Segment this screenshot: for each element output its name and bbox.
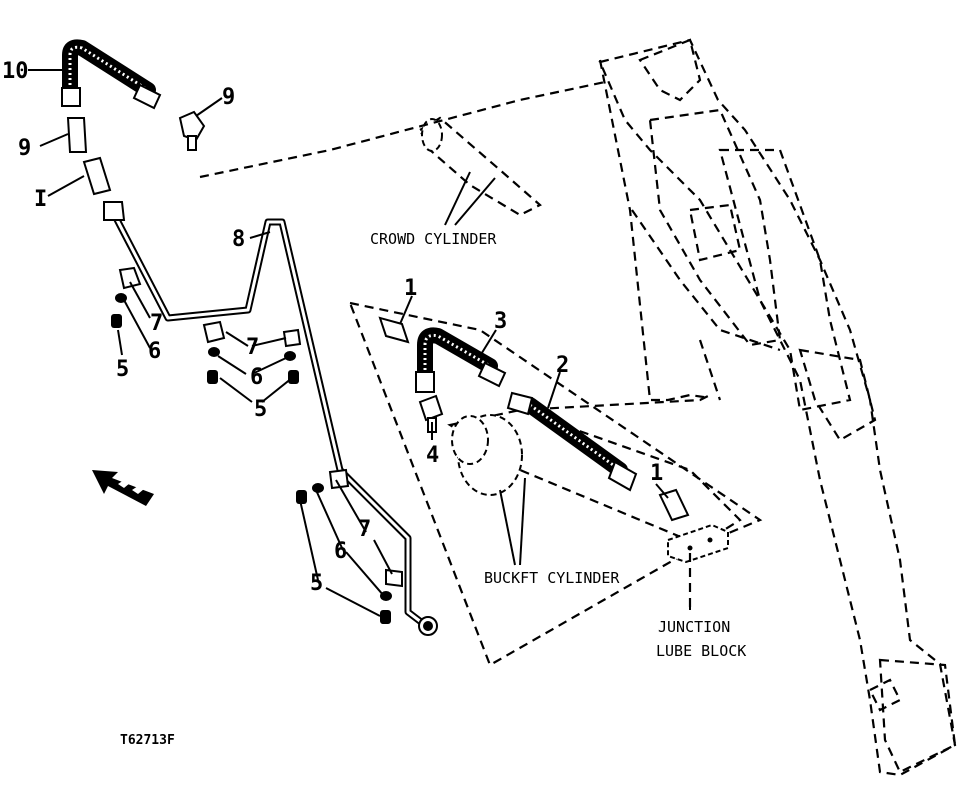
bucket-cylinder [348, 301, 763, 667]
junction-label-line1: JUNCTION [658, 618, 730, 636]
callout-9-top: 9 [222, 85, 235, 110]
leader-lines [28, 69, 691, 617]
clamps-washers-bolts [111, 266, 403, 624]
callout-7-a: 7 [150, 311, 163, 336]
crowd-cylinder-label: CROWD CYLINDER [370, 230, 497, 248]
fittings [66, 110, 690, 522]
callout-1-bucket: 1 [404, 276, 417, 301]
callout-7-c: 7 [358, 517, 371, 542]
callout-1-left: I [34, 187, 47, 212]
tube-8 [103, 201, 438, 636]
figure-code: T62713F [120, 733, 175, 748]
callout-8: 8 [232, 227, 245, 252]
direction-arrow-icon [92, 470, 154, 506]
callout-7-b: 7 [246, 335, 259, 360]
callout-5-c: 5 [310, 571, 323, 596]
callout-5-a: 5 [116, 357, 129, 382]
callout-6-a: 6 [148, 339, 161, 364]
junction-label-line2: LUBE BLOCK [656, 642, 746, 660]
callout-numbers: 10 9 9 I 8 7 6 5 7 6 5 1 3 2 4 1 7 6 5 [2, 59, 663, 596]
hose-2 [506, 391, 638, 492]
callout-5-b: 5 [254, 397, 267, 422]
hose-10 [61, 39, 162, 110]
callout-1-right: 1 [650, 461, 663, 486]
callout-6-c: 6 [334, 539, 347, 564]
component-labels: CROWD CYLINDER BUCKFT CYLINDER JUNCTION … [120, 230, 746, 748]
callout-3: 3 [494, 309, 507, 334]
junction-lube-block [667, 523, 729, 610]
hose-3 [415, 327, 507, 393]
callout-10: 10 [2, 59, 29, 84]
callout-9-left: 9 [18, 136, 31, 161]
callout-4: 4 [426, 443, 439, 468]
crowd-cylinder [199, 80, 606, 226]
callout-6-b: 6 [250, 365, 263, 390]
callout-2: 2 [556, 353, 569, 378]
bucket-cylinder-label: BUCKFT CYLINDER [484, 569, 620, 587]
boom-arm-outline [598, 38, 957, 777]
